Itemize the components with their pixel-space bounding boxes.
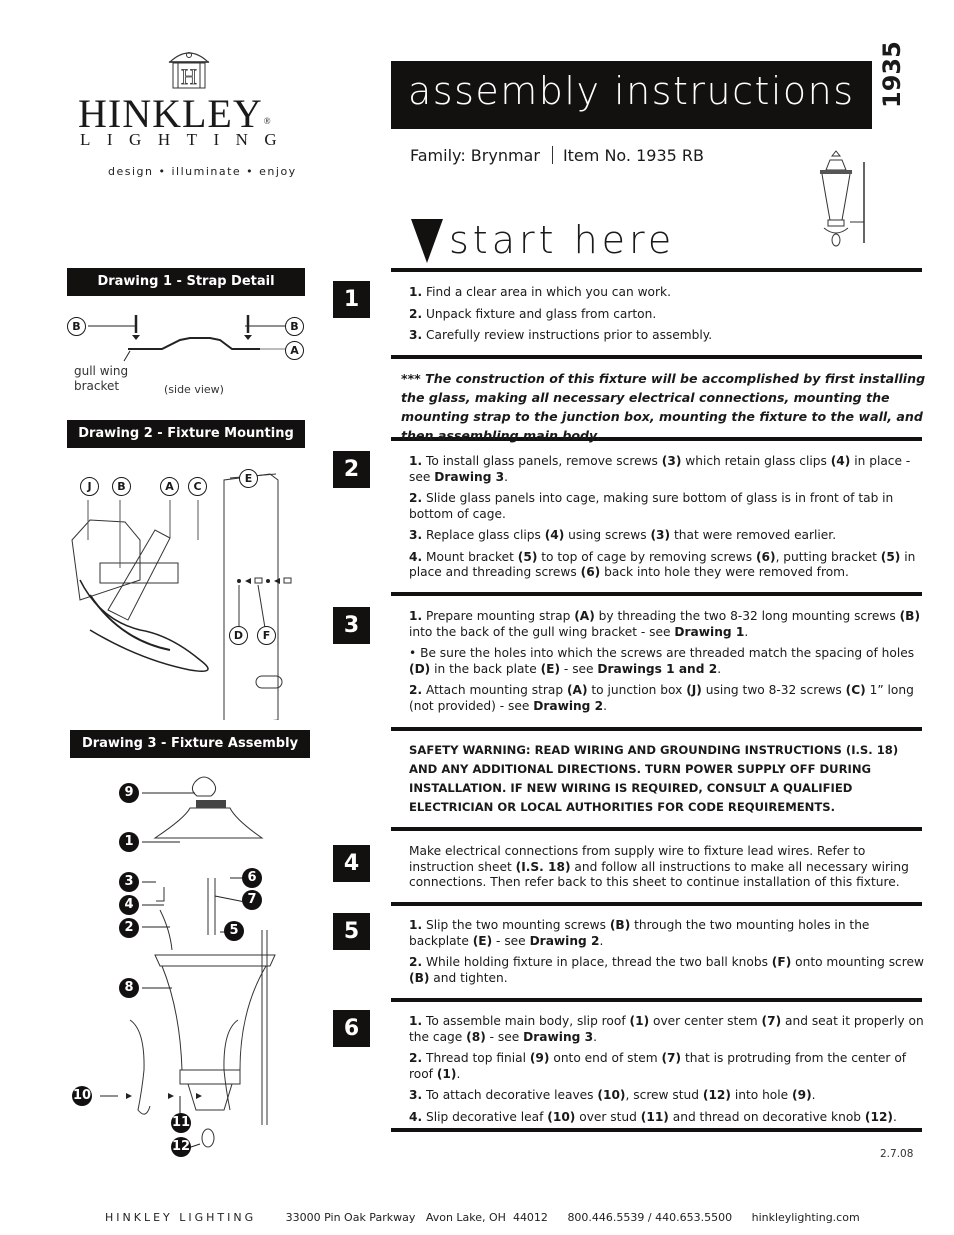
step-badge-2: 2: [333, 451, 370, 488]
step-6-instructions: 1. To assemble main body, slip roof (1) …: [409, 1014, 924, 1131]
page-title: assembly instructions: [408, 69, 855, 113]
step-badge-5: 5: [333, 913, 370, 950]
instruction-item: 1. To assemble main body, slip roof (1) …: [409, 1014, 924, 1044]
section-rule: [391, 592, 922, 596]
part-6: 6: [242, 868, 262, 888]
instruction-item: Make electrical connections from supply …: [409, 844, 909, 889]
hinkley-logo: H HINKLEY® LIGHTING design • illuminate …: [60, 42, 320, 187]
start-here-label: start here: [449, 218, 676, 262]
section-rule: [391, 268, 922, 272]
instruction-item: • Be sure the holes into which the screw…: [409, 646, 915, 676]
step-3-instructions: 1. Prepare mounting strap (A) by threadi…: [409, 609, 924, 720]
callout-b: B: [285, 317, 304, 336]
svg-text:H: H: [181, 64, 197, 89]
section-rule: [391, 902, 922, 906]
footer-brand: HINKLEY LIGHTING: [105, 1211, 257, 1224]
callout-b: B: [112, 477, 131, 496]
item-label: Item No. 1935 RB: [562, 146, 704, 165]
step-1-instructions: 1. Find a clear area in which you can wo…: [409, 285, 924, 350]
side-view-label: (side view): [164, 383, 224, 396]
part-7: 7: [242, 890, 262, 910]
down-arrow-icon: [411, 219, 443, 263]
logo-subline: LIGHTING: [80, 130, 294, 149]
instruction-item: 3. Carefully review instructions prior t…: [409, 328, 713, 342]
instruction-item: 1. Slip the two mounting screws (B) thro…: [409, 918, 870, 948]
drawing-1-header: Drawing 1 - Strap Detail: [67, 268, 305, 296]
part-10: 10: [72, 1086, 92, 1106]
fixture-assembly-drawing: [100, 776, 276, 1149]
meta-divider: [551, 146, 553, 164]
instruction-item: 1. Find a clear area in which you can wo…: [409, 285, 671, 299]
callout-d: D: [229, 626, 248, 645]
footer-address: 33000 Pin Oak Parkway Avon Lake, OH 4401…: [285, 1211, 548, 1224]
section-rule: [391, 355, 922, 359]
part-12: 12: [171, 1137, 191, 1157]
logo-tagline: design • illuminate • enjoy: [108, 165, 297, 178]
instruction-item: 4. Mount bracket (5) to top of cage by r…: [409, 549, 916, 580]
callout-e: E: [239, 469, 258, 488]
section-rule: [391, 827, 922, 831]
callout-j: J: [80, 477, 99, 496]
gazebo-logo-icon: H: [168, 52, 210, 89]
revision-date: 2.7.08: [880, 1148, 914, 1160]
instruction-item: 2. Thread top finial (9) onto end of ste…: [409, 1051, 907, 1081]
instruction-item: 3. Replace glass clips (4) using screws …: [409, 528, 837, 542]
registered-mark: ®: [263, 116, 272, 126]
instruction-item: 1. To install glass panels, remove screw…: [409, 454, 911, 484]
drawing-2-header: Drawing 2 - Fixture Mounting: [67, 420, 305, 448]
callout-b: B: [67, 317, 86, 336]
instruction-item: 2. While holding fixture in place, threa…: [409, 955, 924, 985]
part-5: 5: [224, 921, 244, 941]
section-rule: [391, 998, 922, 1002]
callout-f: F: [257, 626, 276, 645]
part-3: 3: [119, 872, 139, 892]
step-4-instructions: Make electrical connections from supply …: [409, 844, 924, 897]
part-4: 4: [119, 895, 139, 915]
section-rule: [391, 437, 922, 441]
instruction-item: 1. Prepare mounting strap (A) by threadi…: [409, 609, 921, 639]
step-badge-3: 3: [333, 607, 370, 644]
logo-wordmark: HINKLEY: [78, 91, 263, 136]
instruction-item: 2. Attach mounting strap (A) to junction…: [409, 683, 914, 713]
step-badge-6: 6: [333, 1010, 370, 1047]
step-2-instructions: 1. To install glass panels, remove screw…: [409, 454, 924, 587]
item-number-vertical: 1935: [875, 41, 945, 128]
item-number-vertical-text: 1935: [878, 41, 906, 108]
fixture-mounting-drawing: [71, 473, 292, 720]
safety-warning: SAFETY WARNING: READ WIRING AND GROUNDIN…: [409, 743, 899, 814]
footer-website[interactable]: hinkleylighting.com: [751, 1211, 860, 1224]
footer-phone: 800.446.5539 / 440.653.5500: [567, 1211, 733, 1224]
step-5-instructions: 1. Slip the two mounting screws (B) thro…: [409, 918, 924, 992]
step-badge-4: 4: [333, 845, 370, 882]
callout-c: C: [188, 477, 207, 496]
title-bar: assembly instructions: [391, 61, 872, 129]
section-rule: [391, 727, 922, 731]
instruction-item: 2. Unpack fixture and glass from carton.: [409, 306, 657, 321]
part-8: 8: [119, 978, 139, 998]
construction-note: *** The construction of this fixture wil…: [401, 371, 926, 443]
instruction-item: 2. Slide glass panels into cage, making …: [409, 491, 894, 521]
part-1: 1: [119, 832, 139, 852]
footer: HINKLEY LIGHTING 33000 Pin Oak Parkway A…: [105, 1211, 860, 1224]
section-rule: [391, 1128, 922, 1132]
instruction-item: 3. To attach decorative leaves (10), scr…: [409, 1088, 816, 1102]
part-9: 9: [119, 783, 139, 803]
family-label: Family: Brynmar: [410, 146, 540, 165]
drawing-3-header: Drawing 3 - Fixture Assembly: [70, 730, 310, 758]
part-2: 2: [119, 918, 139, 938]
product-meta: Family: Brynmar Item No. 1935 RB: [410, 146, 704, 165]
lantern-product-icon: [820, 150, 865, 247]
part-11: 11: [171, 1113, 191, 1133]
callout-a: A: [285, 341, 304, 360]
callout-a: A: [160, 477, 179, 496]
step-badge-1: 1: [333, 281, 370, 318]
strap-detail-drawing: [88, 315, 288, 362]
instruction-item: 4. Slip decorative leaf (10) over stud (…: [409, 1109, 897, 1124]
